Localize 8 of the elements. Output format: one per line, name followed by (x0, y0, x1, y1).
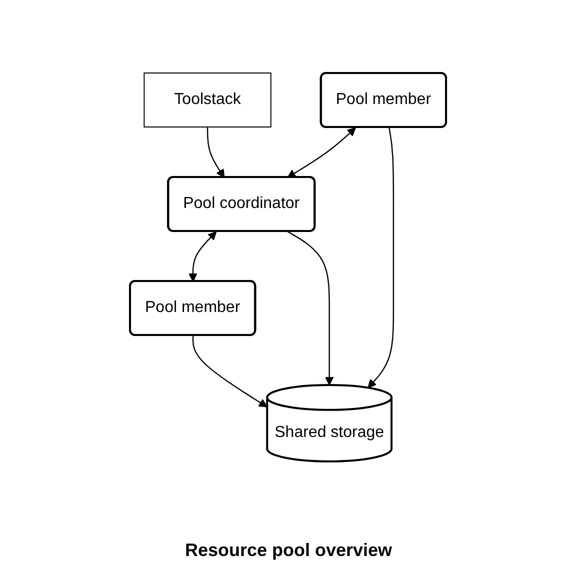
arrow (288, 127, 356, 178)
arrow (207, 126, 226, 178)
diagram-title: Resource pool overview (184, 540, 392, 561)
arrow (288, 230, 334, 386)
node-box: Toolstack (144, 72, 272, 128)
arrow (189, 231, 218, 282)
arrow (192, 335, 268, 408)
arrow (368, 127, 395, 388)
